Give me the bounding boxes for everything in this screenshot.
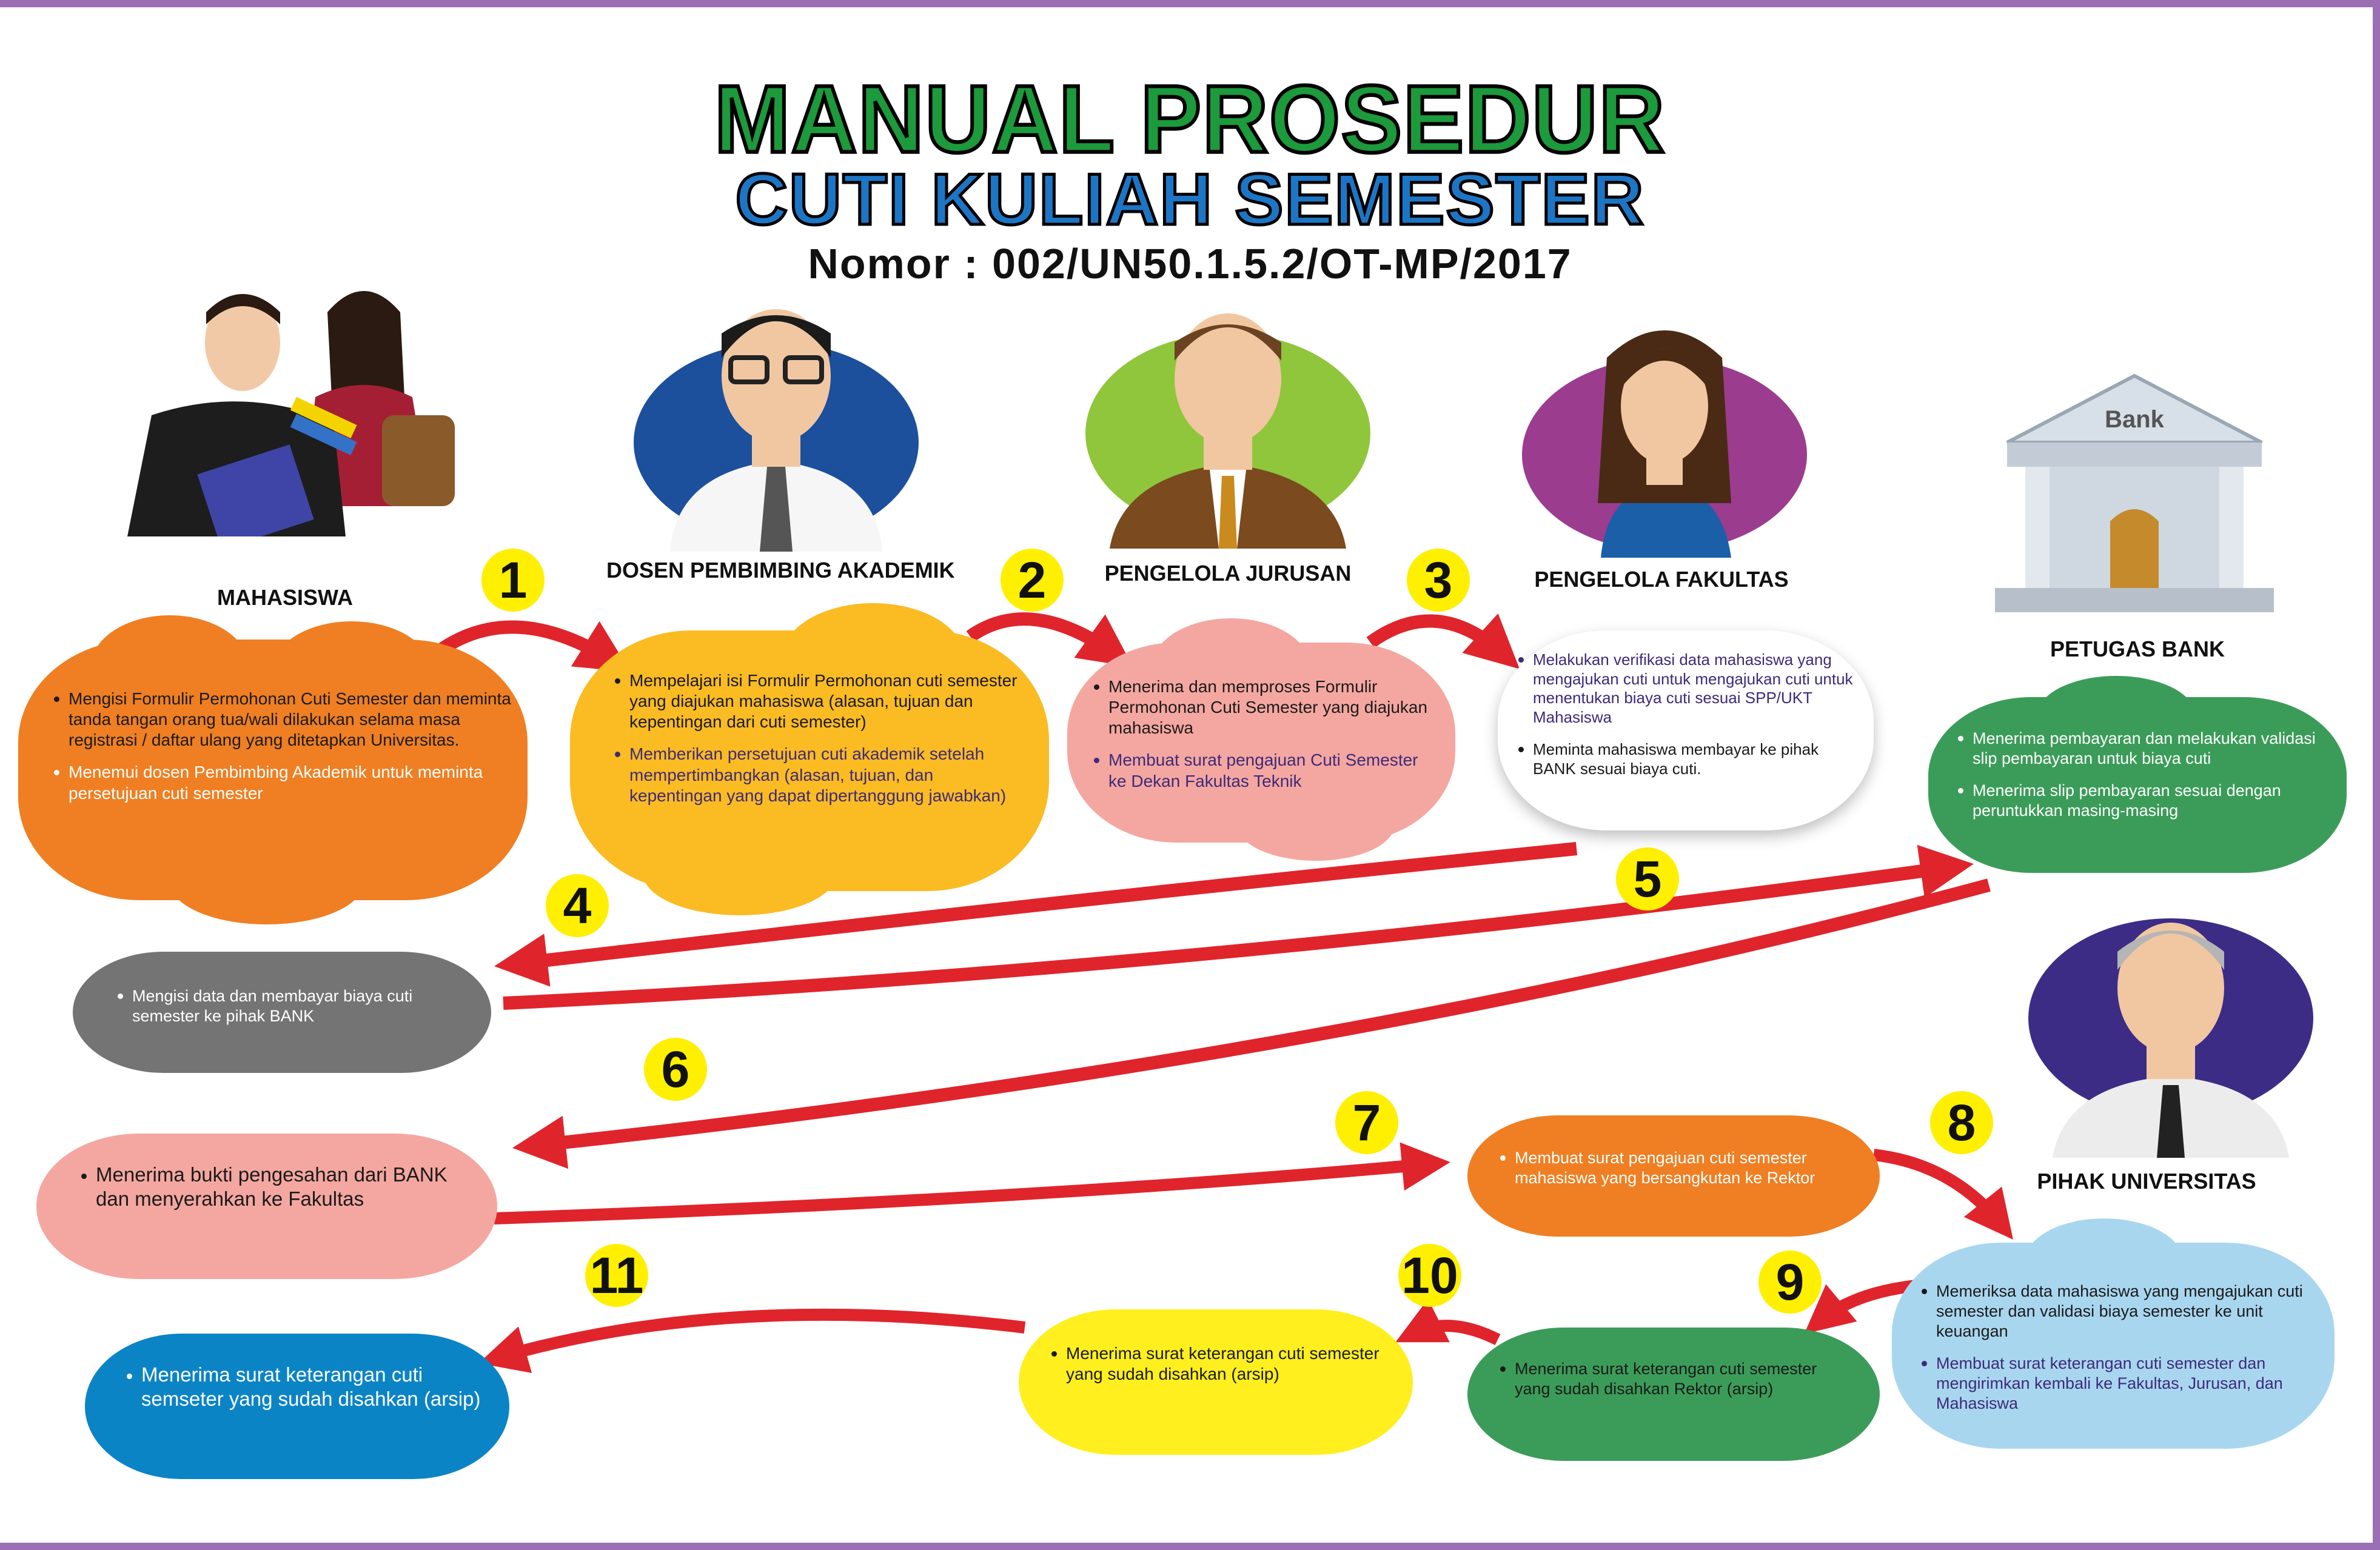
arrow-step-7: [494, 1142, 1450, 1224]
step-number-11: 11: [585, 1244, 648, 1307]
step-number-8: 8: [1930, 1091, 1993, 1154]
cloud-step-fakultas-letter: Membuat surat pengajuan cuti semester ma…: [1467, 1115, 1880, 1237]
senior-official-icon: [2028, 918, 2313, 1158]
frame-top: [0, 0, 2380, 7]
arrow-step-2: [966, 612, 1133, 667]
cloud0-item2: Menemui dosen Pembimbing Akademik untuk …: [69, 763, 483, 803]
step-number-7: 7: [1335, 1091, 1398, 1154]
cloud9-item1: Menerima surat keterangan cuti semester …: [1515, 1360, 1817, 1398]
arrow-step-10: [1395, 1298, 1501, 1345]
female-staff-icon: [1522, 330, 1807, 558]
step-number-1: 1: [481, 549, 545, 612]
arrow-step-1: [438, 620, 631, 672]
title-sub: CUTI KULIAH SEMESTER: [734, 158, 1645, 242]
cloud4-item1: Menerima pembayaran dan melakukan valida…: [1973, 729, 2316, 767]
students-icon: [127, 291, 455, 536]
role-petugas-bank: PETUGAS BANK: [2050, 636, 2225, 661]
manager-icon: [1085, 313, 1370, 549]
role-pihak-universitas: PIHAK UNIVERSITAS: [2037, 1169, 2256, 1194]
arrow-step-6: [512, 878, 1991, 1169]
cloud11-item1: Menerima surat keterangan cuti semseter …: [141, 1363, 481, 1411]
step-number-5: 5: [1616, 847, 1679, 910]
frame-bottom: [0, 1543, 2380, 1550]
lecturer-icon: [634, 309, 919, 552]
arrow-step-3: [1366, 613, 1520, 669]
arrow-step-8: [1872, 1149, 2013, 1240]
cloud-step-dosen-review: Mempelajari isi Formulir Permohonan cuti…: [570, 603, 1049, 915]
cloud-step-jurusan-archive: Menerima surat keterangan cuti semester …: [1019, 1309, 1413, 1455]
step-number-9: 9: [1758, 1251, 1822, 1314]
cloud-step-mahasiswa-form: Mengisi Formulir Permohonan Cuti Semeste…: [18, 615, 528, 924]
cloud6-item1: Menerima bukti pengesahan dari BANK dan …: [96, 1163, 448, 1211]
cloud1-item2: Memberikan persetujuan cuti akademik set…: [629, 744, 1007, 805]
cloud-step-universitas-check: Memeriksa data mahasiswa yang mengajukan…: [1892, 1218, 2335, 1449]
cloud-step-fakultas-archive: Menerima surat keterangan cuti semester …: [1467, 1328, 1880, 1461]
bank-sign: Bank: [2105, 406, 2165, 433]
bank-building-icon: Bank: [1995, 373, 2274, 612]
step-number-10: 10: [1398, 1244, 1461, 1307]
cloud4-item2: Menerima slip pembayaran sesuai dengan p…: [1973, 781, 2281, 820]
cloud10-item1: Menerima surat keterangan cuti semester …: [1066, 1344, 1379, 1384]
cloud7-item1: Membuat surat pengajuan cuti semester ma…: [1515, 1149, 1815, 1187]
title-main: MANUAL PROSEDUR: [712, 64, 1666, 175]
step-number-2: 2: [1001, 549, 1064, 612]
arrow-step-11: [478, 1308, 1026, 1374]
cloud2-item1: Menerima dan memproses Formulir Permohon…: [1108, 677, 1428, 738]
cloud-step-fakultas-verify: Melakukan verifikasi data mahasiswa yang…: [1498, 630, 1874, 830]
cloud-step-mahasiswa-archive: Menerima surat keterangan cuti semseter …: [85, 1334, 509, 1479]
cloud8-item2: Membuat surat keterangan cuti semester d…: [1936, 1354, 2283, 1412]
cloud1-item1: Mempelajari isi Formulir Permohonan cuti…: [629, 671, 1017, 732]
cloud8-item1: Memeriksa data mahasiswa yang mengajukan…: [1936, 1282, 2303, 1340]
arrow-step-5: [503, 844, 1974, 1010]
cloud2-item2: Membuat surat pengajuan Cuti Semester ke…: [1108, 750, 1418, 790]
arrow-step-4: [494, 842, 1578, 987]
role-jurusan: PENGELOLA JURUSAN: [1104, 561, 1352, 586]
cloud-step-mahasiswa-receipt: Menerima bukti pengesahan dari BANK dan …: [36, 1134, 497, 1279]
cloud-step-bank-payment: Menerima pembayaran dan melakukan valida…: [1928, 676, 2347, 873]
role-dosen: DOSEN PEMBIMBING AKADEMIK: [606, 558, 955, 583]
step-number-4: 4: [546, 874, 609, 937]
document-number: Nomor : 002/UN50.1.5.2/OT-MP/2017: [808, 240, 1572, 287]
step-number-6: 6: [644, 1038, 707, 1101]
cloud0-item1: Mengisi Formulir Permohonan Cuti Semeste…: [69, 689, 511, 750]
cloud5-item1: Mengisi data dan membayar biaya cuti sem…: [132, 987, 413, 1025]
cloud-step-jurusan-process: Menerima dan memproses Formulir Permohon…: [1067, 618, 1455, 861]
frame-right: [2373, 0, 2380, 1550]
cloud-step-mahasiswa-pay: Mengisi data dan membayar biaya cuti sem…: [73, 952, 491, 1073]
cloud3-item1: Melakukan verifikasi data mahasiswa yang…: [1533, 650, 1853, 727]
role-fakultas: PENGELOLA FAKULTAS: [1534, 567, 1789, 592]
role-mahasiswa: MAHASISWA: [217, 585, 353, 610]
step-number-3: 3: [1407, 549, 1470, 612]
cloud3-item2: Meminta mahasiswa membayar ke pihak BANK…: [1533, 740, 1819, 778]
